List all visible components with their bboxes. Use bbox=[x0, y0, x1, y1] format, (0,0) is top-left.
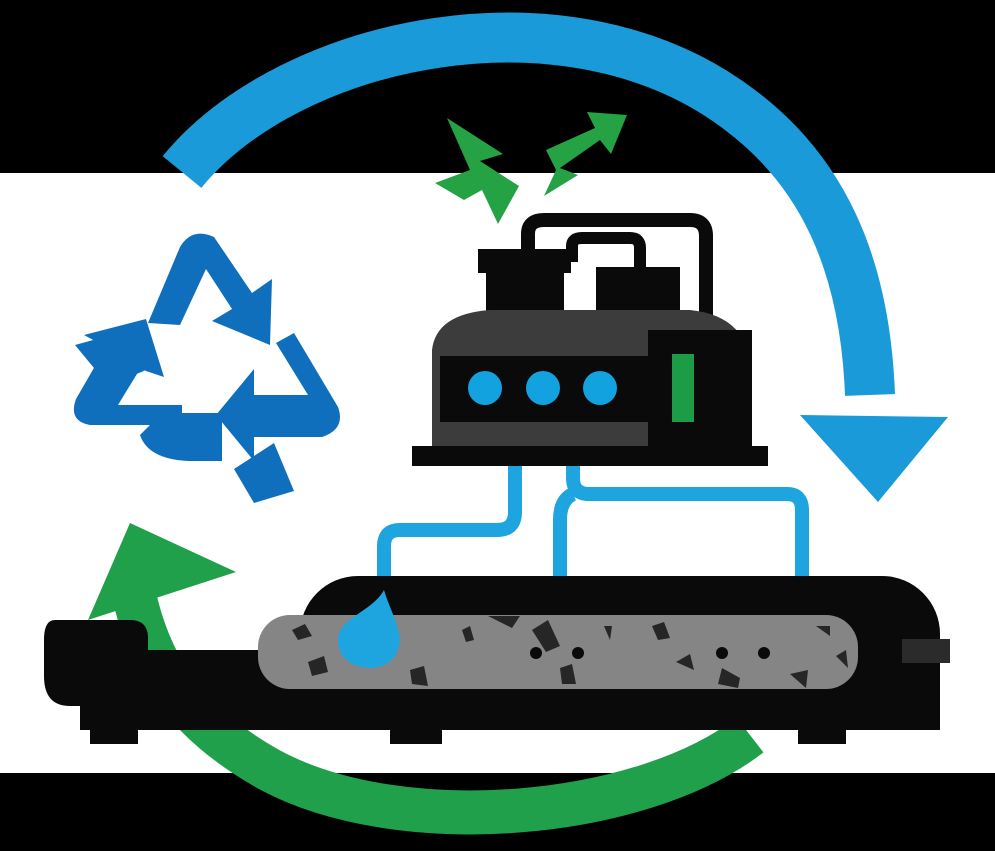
pipe-network bbox=[377, 463, 809, 596]
recycle-icon bbox=[73, 233, 340, 503]
conveyor-belt-icon bbox=[44, 576, 950, 744]
cycle-arrow-blue-icon bbox=[162, 12, 948, 502]
generator-machine-icon bbox=[412, 213, 768, 466]
lightning-bolt-icon bbox=[435, 112, 627, 224]
water-drop-icon bbox=[338, 590, 400, 668]
